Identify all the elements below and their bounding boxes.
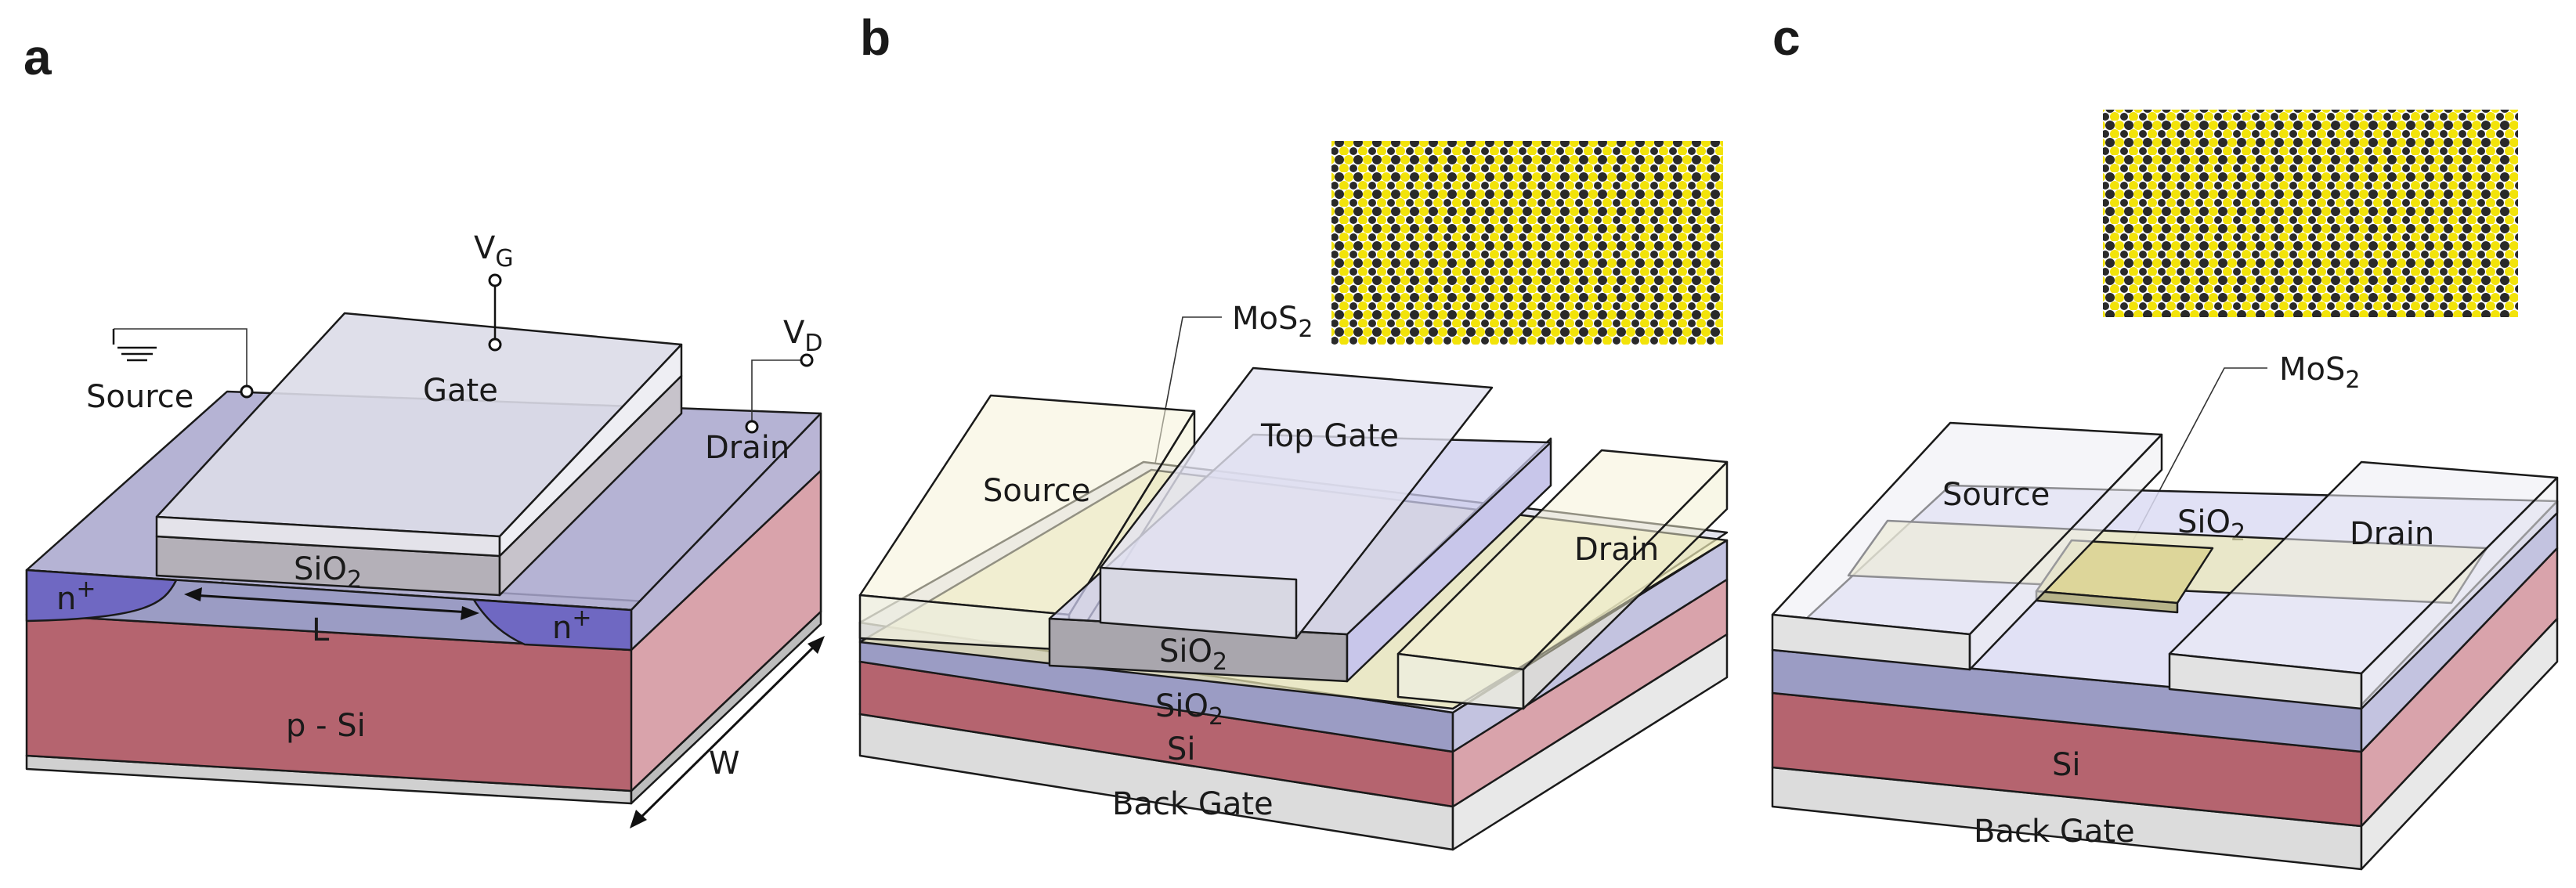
top-gate-label: Top Gate: [1260, 418, 1399, 454]
ground-icon: [112, 329, 157, 362]
drain-contact: [1396, 449, 1729, 710]
panel-a: a: [23, 29, 825, 828]
width-arrow: [630, 636, 825, 828]
terminal-dot-icon: [488, 338, 502, 352]
drain-label-c: Drain: [2350, 516, 2434, 552]
back-gate-label-c: Back Gate: [1974, 814, 2135, 850]
svg-text:SiO2: SiO2: [294, 551, 362, 594]
si-label-c: Si: [2052, 747, 2081, 783]
drain-label-b: Drain: [1574, 532, 1659, 568]
gate-wire: [488, 273, 502, 352]
gate-electrode: [155, 312, 683, 558]
source-label-b: Source: [983, 473, 1090, 509]
n-plus-drain-region: [472, 598, 633, 652]
svg-text:VG: VG: [474, 230, 514, 273]
back-gate-layer: [858, 633, 1729, 851]
svg-text:SiO2: SiO2: [1159, 634, 1227, 676]
panel-a-label: a: [23, 29, 52, 85]
mos2-lattice-icon: [2103, 110, 2518, 317]
source-contact-c: [1771, 421, 2163, 671]
svg-text:n+: n+: [56, 576, 96, 617]
svg-text:SiO2: SiO2: [1155, 688, 1223, 731]
svg-text:MoS2: MoS2: [2279, 352, 2360, 394]
source-label-c: Source: [1942, 477, 2050, 513]
terminal-dot-icon: [240, 384, 254, 399]
top-oxide-label: SiO2: [1159, 634, 1227, 676]
p-si-substrate: [25, 469, 822, 792]
vd-label: VD: [783, 315, 822, 357]
bottom-oxide-label: SiO2: [1155, 688, 1223, 731]
back-gate-label: Back Gate: [1112, 786, 1274, 822]
svg-text:MoS2: MoS2: [1232, 301, 1313, 343]
terminal-dot-icon: [488, 273, 502, 287]
svg-text:VD: VD: [783, 315, 822, 357]
mos2-lattice-icon: [1331, 141, 1723, 345]
gate-label: Gate: [423, 373, 498, 409]
channel-width-label: W: [709, 745, 740, 782]
source-wire: [114, 328, 254, 399]
gate-oxide-label: SiO2: [294, 551, 362, 594]
channel-length-label: L: [312, 612, 330, 648]
substrate-label: p - Si: [286, 708, 366, 744]
panel-b: b MoS2 Back Gate Si SiO2: [858, 9, 1729, 851]
mos2-label-c: MoS2: [2279, 352, 2360, 394]
panel-c: c MoS2 Back Gate Si SiO2: [1771, 9, 2559, 871]
n-plus-source-label: n+: [56, 576, 96, 617]
n-plus-source-region: [25, 569, 178, 623]
panel-c-label: c: [1772, 9, 1801, 66]
vg-label: VG: [474, 230, 514, 273]
length-arrow: [184, 587, 479, 620]
svg-text:n+: n+: [552, 605, 592, 646]
terminal-dot-icon: [745, 420, 759, 434]
mos2-label: MoS2: [1232, 301, 1313, 343]
terminal-dot-icon: [800, 353, 814, 367]
drain-wire: [745, 353, 814, 434]
drain-contact-c: [2168, 460, 2559, 710]
source-label: Source: [86, 379, 193, 415]
n-plus-drain-label: n+: [552, 605, 592, 646]
drain-label: Drain: [705, 430, 789, 466]
si-label: Si: [1167, 731, 1196, 767]
panel-b-label: b: [860, 9, 891, 66]
top-gate: [1099, 366, 1494, 640]
